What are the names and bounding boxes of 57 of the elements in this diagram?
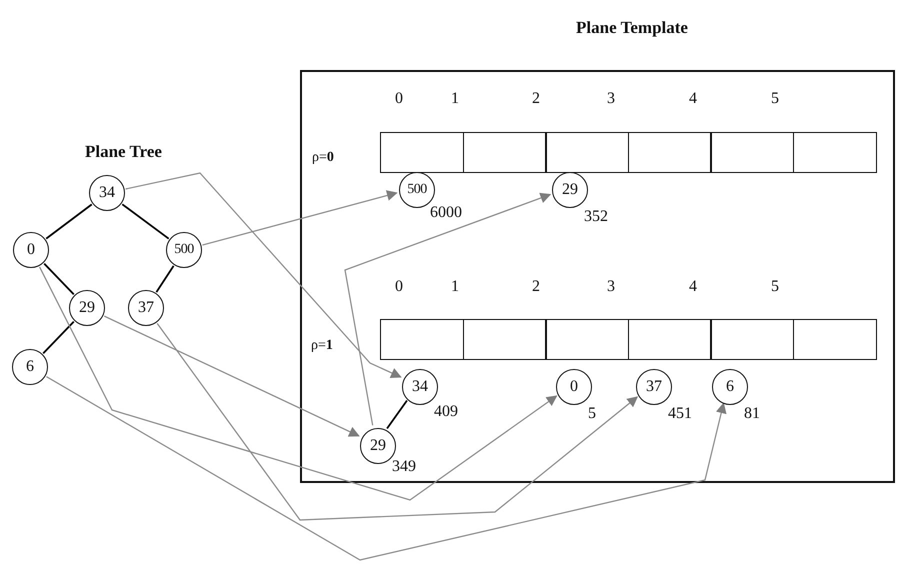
tree-node-circle: 6 [12,349,48,385]
tree-node-circle: 0 [556,369,592,405]
frame-title: Plane Template [575,18,689,38]
tree-link [122,204,170,240]
arrow [156,323,638,521]
column-index: 3 [607,278,615,296]
arrow [46,376,726,561]
tree-node-circle: 37 [636,369,672,405]
array-cell [792,319,876,360]
tree-link [386,400,408,430]
value-label: 352 [584,208,608,226]
value-label: 5 [588,405,596,423]
column-index: 4 [689,90,697,108]
tree-node-circle: 34 [89,175,125,211]
tree-node-circle: 500 [166,232,202,268]
tree-node-circle: 6 [712,369,748,405]
array-cell [628,132,712,173]
array-cell [380,319,464,360]
array-cell [462,319,546,360]
column-index: 1 [451,278,459,296]
column-index: 5 [771,278,779,296]
column-index: 3 [607,90,615,108]
array-cell [710,132,794,173]
column-index: 5 [771,90,779,108]
tree-link [44,263,74,295]
tree-node-circle: 29 [552,172,588,208]
tree-link [42,321,74,354]
array-cell [710,319,794,360]
column-index: 1 [451,90,459,108]
value-label: 451 [668,405,692,423]
array-cell [628,319,712,360]
tree-link [46,204,92,240]
tree-node-circle: 34 [402,369,438,405]
array-cell [380,132,464,173]
column-index: 2 [532,90,540,108]
column-index: 4 [689,278,697,296]
array-cell [545,132,629,173]
value-label: 409 [434,403,458,421]
arrow [104,316,360,437]
tree-link [156,265,174,293]
arrow [125,172,402,378]
column-index: 0 [395,278,403,296]
column-index: 2 [532,278,540,296]
column-index: 0 [395,90,403,108]
arrow [202,190,398,246]
row-label: ρ=1 [311,338,333,354]
tree-node-circle: 37 [128,290,164,326]
tree-node-circle: 29 [69,290,105,326]
arrow [39,266,558,501]
tree-title: Plane Tree [85,142,162,162]
arrow [344,192,552,426]
row-label: ρ=0 [312,150,334,166]
tree-node-circle: 0 [13,232,49,268]
array-cell [545,319,629,360]
array-cell [462,132,546,173]
value-label: 81 [744,405,760,423]
array-cell [792,132,876,173]
